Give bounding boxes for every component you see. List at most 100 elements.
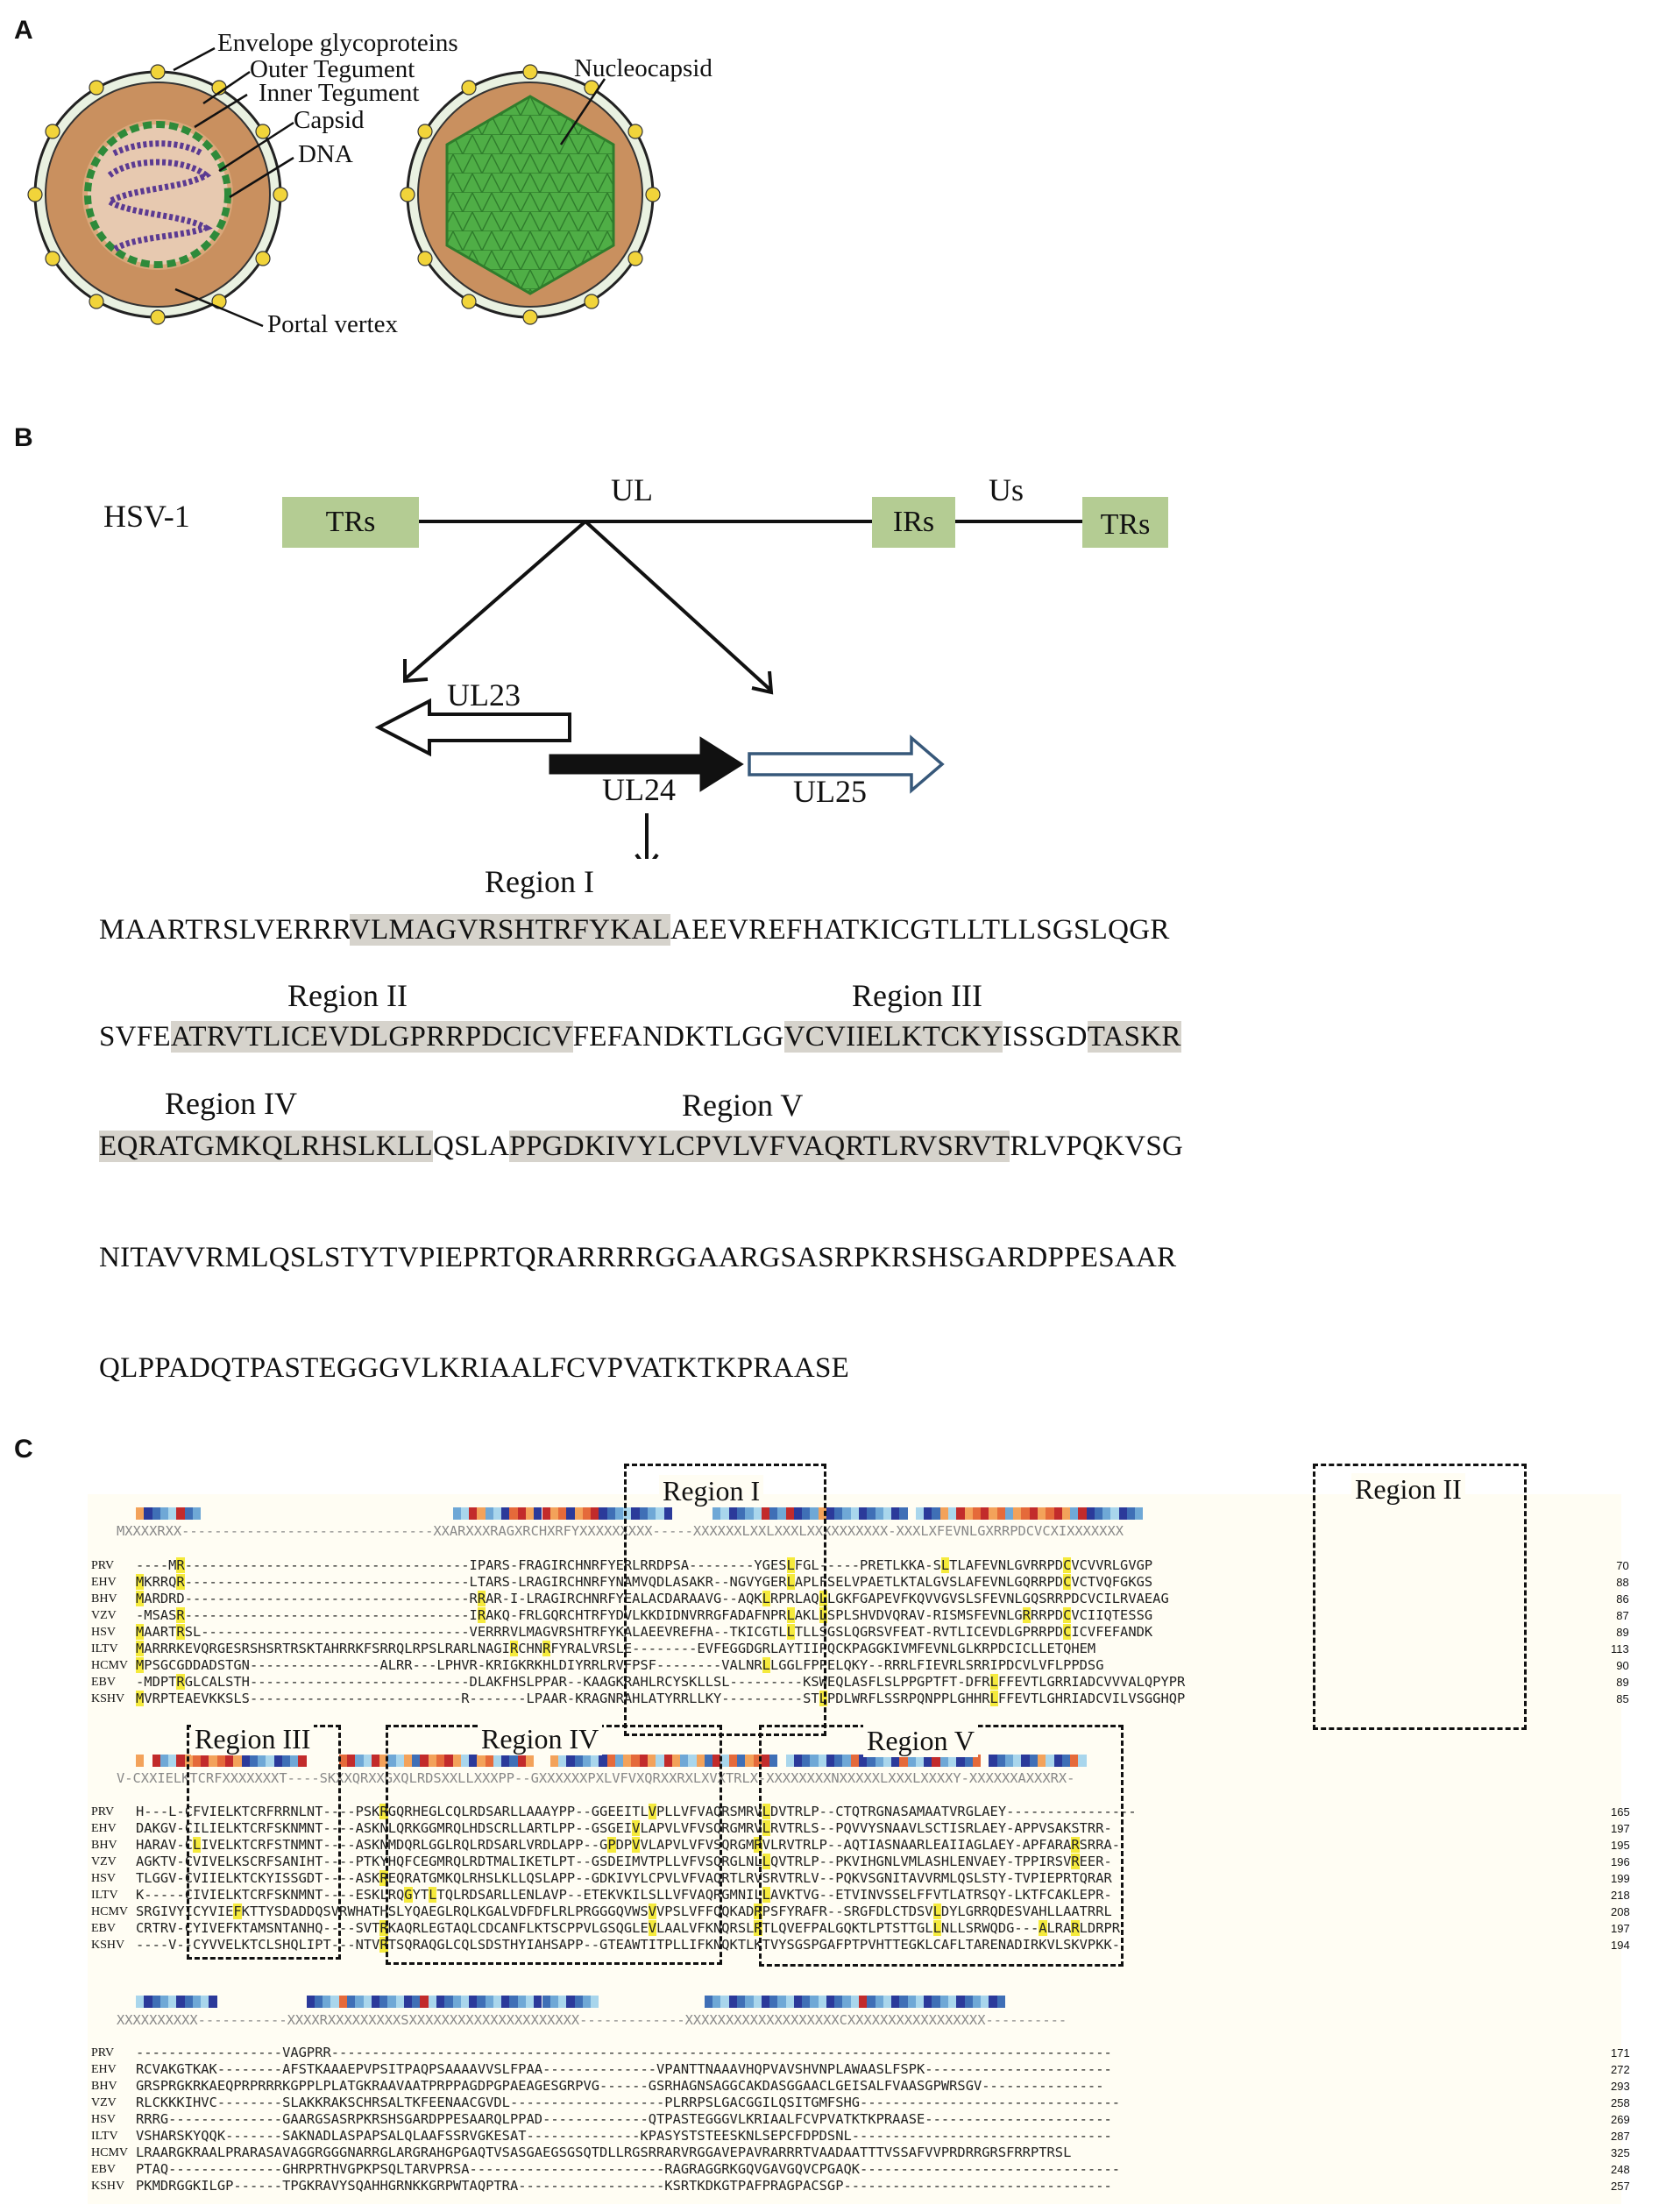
species-label: HCMV <box>91 1905 129 1918</box>
species-label: KSHV <box>91 1939 125 1952</box>
conservation-cell <box>525 1755 535 1767</box>
conservation-cell <box>363 1755 372 1767</box>
conservation-cell <box>574 1507 583 1520</box>
species-label: EHV <box>91 1822 117 1835</box>
conservation-cell <box>656 1755 664 1767</box>
conservation-cell <box>517 1507 526 1520</box>
conservation-cell <box>403 1755 413 1767</box>
conservation-cell <box>371 1996 380 2008</box>
conservation-cell <box>639 1507 648 1520</box>
conservation-cell <box>818 1996 826 2008</box>
conservation-cell <box>558 1996 567 2008</box>
conservation-cell <box>899 1996 908 2008</box>
conservation-cell <box>956 1755 965 1767</box>
species-label: PRV <box>91 1559 115 1572</box>
conservation-cell <box>184 1996 193 2008</box>
residue-count: 272 <box>1611 2063 1630 2076</box>
residue-count: 199 <box>1611 1872 1630 1885</box>
label-inner-tegument: Inner Tegument <box>259 79 420 107</box>
conservation-cell <box>509 1507 518 1520</box>
conservation-cell <box>671 1755 681 1767</box>
ul23-label: UL23 <box>447 677 521 713</box>
alignment-row: RCVAKGTKAK--------AFSTKAAAEPVPSITPAQPSAA… <box>136 2061 1112 2077</box>
conservation-cell <box>355 1755 364 1767</box>
panel-label-c: C <box>14 1435 33 1464</box>
conservation-cell <box>1070 1755 1079 1767</box>
conservation-cell <box>566 1996 575 2008</box>
conservation-cell <box>996 1507 1005 1520</box>
conservation-cell <box>972 1996 982 2008</box>
residue-count: 89 <box>1616 1676 1629 1689</box>
conservation-cell <box>501 1755 510 1767</box>
alignment-row: MARRRKEVQRGESRSHSRTRSKTAHRRKFSRRQLRPSLRA… <box>136 1641 1096 1656</box>
residue-count: 269 <box>1611 2113 1630 2126</box>
conservation-cell <box>688 1755 697 1767</box>
alignment-block-3: ------------------VAGPRR----------------… <box>117 2045 1120 2194</box>
conservation-cell <box>639 1755 648 1767</box>
conservation-cell <box>785 1755 794 1767</box>
conservation-cell <box>842 1755 851 1767</box>
conservation-cell <box>330 1996 339 2008</box>
alignment-row: RLCKKKIHVC--------SLAKKRAKSCHRSALTKFEENA… <box>136 2095 1121 2110</box>
species-label: VZV <box>91 1609 117 1622</box>
conservation-cell <box>501 1507 510 1520</box>
conservation-cell <box>753 1507 762 1520</box>
conservation-cell <box>176 1996 185 2008</box>
label-capsid: Capsid <box>294 106 365 134</box>
residue-count: 218 <box>1611 1889 1630 1902</box>
conservation-cell <box>1070 1507 1079 1520</box>
conservation-cell <box>379 1755 388 1767</box>
conservation-cell <box>785 1996 794 2008</box>
conservation-cell <box>826 1755 835 1767</box>
conservation-cell <box>859 1507 868 1520</box>
conservation-cell <box>1118 1507 1127 1520</box>
conservation-cell <box>1086 1507 1095 1520</box>
ul24-arrow <box>549 736 744 792</box>
conservation-cell <box>850 1755 860 1767</box>
conservation-cell <box>769 1755 778 1767</box>
conservation-cell <box>623 1507 632 1520</box>
alignment-row: HARAV-CLIVELKTCRFSTNMNT----ASKNMDQRLGGLR… <box>136 1837 1121 1853</box>
conservation-cell <box>948 1755 957 1767</box>
conservation-cell <box>403 1996 413 2008</box>
species-label: KSHV <box>91 2180 125 2193</box>
species-label: ILTV <box>91 1889 118 1902</box>
conservation-cell <box>582 1507 592 1520</box>
panel-label-b: B <box>14 423 33 452</box>
conservation-cell <box>1126 1507 1136 1520</box>
conservation-cell <box>323 1996 331 2008</box>
species-label: EHV <box>91 2063 117 2076</box>
region-i-box <box>624 1464 826 1736</box>
conservation-cell <box>338 1996 348 2008</box>
conservation-cell <box>525 1996 535 2008</box>
conservation-cell <box>152 1755 160 1767</box>
conservation-cell <box>875 1507 883 1520</box>
alignment-row: MVRPTEAEVKKSLS--------------------------… <box>136 1691 1186 1706</box>
conservation-cell <box>777 1996 786 2008</box>
conservation-cell <box>899 1507 908 1520</box>
conservation-cell <box>209 1755 217 1767</box>
conservation-cell <box>989 1996 997 2008</box>
conservation-cell <box>745 1996 754 2008</box>
conservation-cell <box>591 1507 599 1520</box>
conservation-cell <box>972 1755 982 1767</box>
species-label: HSV <box>91 1872 117 1885</box>
conservation-cell <box>184 1507 193 1520</box>
conservation-cell <box>258 1755 266 1767</box>
alignment-row: MARDRD----------------------------------… <box>136 1591 1169 1606</box>
region-ii-label: Region II <box>287 978 408 1013</box>
conservation-cell <box>224 1755 234 1767</box>
conservation-cell <box>509 1755 518 1767</box>
conservation-cell <box>939 1996 948 2008</box>
conservation-cell <box>542 1996 550 2008</box>
conservation-cell <box>477 1996 486 2008</box>
conservation-cell <box>777 1507 786 1520</box>
conservation-cell <box>728 1755 737 1767</box>
alignment-row: CRTRV-CYIVEFKTAMSNTANHQ----SVTRKAQRLEGTA… <box>136 1920 1121 1936</box>
conservation-cell <box>793 1755 803 1767</box>
conservation-cell <box>956 1507 965 1520</box>
conservation-cell <box>420 1755 429 1767</box>
label-portal-vertex: Portal vertex <box>267 310 398 338</box>
